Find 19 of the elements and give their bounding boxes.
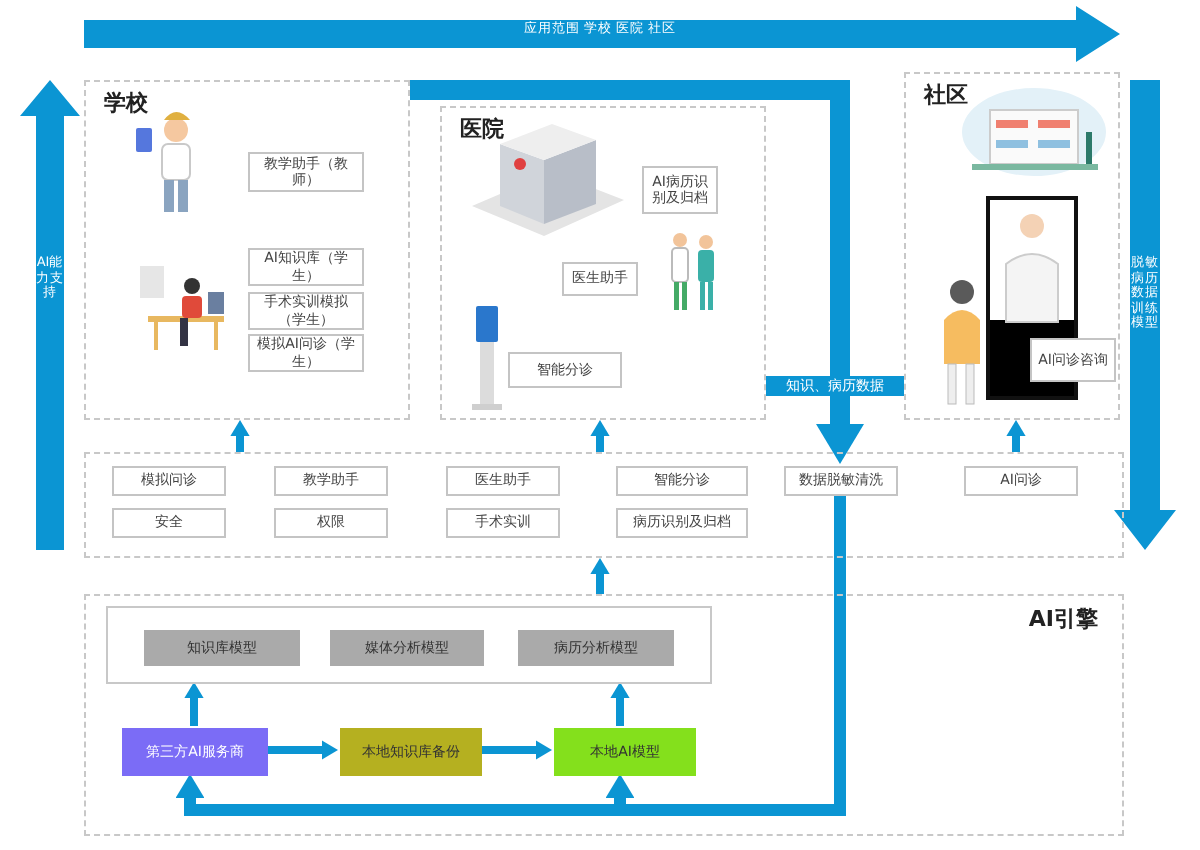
dashed-panel [440, 106, 766, 420]
arrow [480, 740, 552, 760]
dashed-panel [84, 594, 1124, 836]
dashed-panel [84, 452, 1124, 558]
dashed-panel [904, 72, 1120, 420]
arrow [184, 682, 204, 726]
panel-title: AI引擎 [1028, 604, 1098, 634]
arrow [230, 420, 250, 452]
arrow [590, 558, 610, 594]
arrow [266, 740, 338, 760]
dashed-panel [84, 80, 410, 420]
arrow [610, 682, 630, 726]
arrow [590, 420, 610, 452]
arrow [1006, 420, 1026, 452]
dashed-panel [106, 606, 712, 684]
panel-title: 学校 [104, 88, 148, 118]
arrow [410, 80, 864, 464]
panel-title: 医院 [460, 114, 504, 144]
panel-title: 社区 [924, 80, 968, 110]
